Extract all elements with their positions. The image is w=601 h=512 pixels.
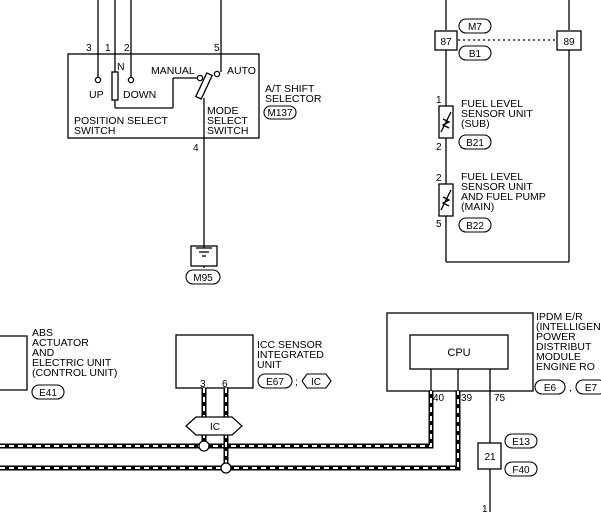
mode-auto-label: AUTO — [227, 65, 256, 77]
connector-b21-frame — [458, 134, 492, 150]
connector-e7-frame — [575, 379, 601, 395]
icc-label-1: ICC SENSOR — [257, 339, 323, 351]
splice-lower — [220, 462, 232, 474]
abs-label-5: (CONTROL UNIT) — [32, 367, 117, 379]
ipdm-label-3: POWER — [536, 331, 576, 343]
connector-e13: E13 — [512, 437, 530, 448]
connector-b22-frame — [458, 217, 492, 233]
connector-m95-frame — [185, 269, 221, 285]
connector-m7-frame — [458, 18, 492, 34]
shift-selector — [67, 0, 260, 268]
bus-tag: IC — [210, 422, 220, 433]
connector-f40: F40 — [512, 465, 530, 476]
ipdm-label-5: MODULE — [536, 351, 581, 363]
pin-87: 87 — [440, 37, 452, 48]
connector-e6-frame — [534, 379, 566, 395]
splice-upper — [198, 440, 210, 452]
connector-m137: M137 — [267, 108, 292, 119]
shift-selector-title-2: SELECTOR — [265, 93, 322, 105]
position-down-label: DOWN — [123, 89, 156, 101]
mode-switch-label-3: SWITCH — [207, 125, 248, 137]
pin-89: 89 — [563, 37, 575, 48]
pin-5: 5 — [214, 43, 220, 54]
pin-1: 1 — [105, 43, 111, 54]
ipdm-separator: , — [569, 382, 572, 394]
shift-selector-title-1: A/T SHIFT — [265, 83, 315, 95]
mode-manual-label: MANUAL — [151, 65, 195, 77]
connector-m95: M95 — [193, 273, 213, 284]
sub-sensor-label-3: (SUB) — [461, 118, 490, 130]
position-switch-contact — [111, 71, 119, 101]
connector-e41-frame — [31, 384, 65, 400]
main-sensor-label-4: (MAIN) — [461, 201, 494, 213]
abs-unit-box — [0, 335, 28, 391]
connector-b22: B22 — [466, 221, 484, 232]
connector-b1: B1 — [469, 49, 482, 60]
mode-switch-label-2: SELECT — [207, 115, 248, 127]
fuel-unit — [434, 0, 582, 263]
ipdm-pin-39: 39 — [461, 393, 473, 404]
icc-unit — [175, 334, 254, 389]
ipdm-pin-40: 40 — [433, 393, 445, 404]
position-n-label: N — [117, 61, 125, 73]
icc-unit-box — [175, 334, 254, 389]
main-pin-top: 2 — [436, 173, 442, 184]
position-switch-label-1: POSITION SELECT — [74, 115, 169, 127]
connector-e67: E67 — [266, 377, 284, 388]
connector-f40-frame — [504, 461, 538, 477]
cpu-box — [409, 334, 509, 370]
connector-b21: B21 — [466, 138, 484, 149]
pin-2: 2 — [124, 43, 130, 54]
position-switch-label-2: SWITCH — [74, 125, 115, 137]
joint-pin-1: 1 — [482, 504, 488, 512]
ipdm-label-1: IPDM E/R — [536, 311, 583, 323]
joint-connector — [477, 391, 502, 512]
main-sensor-label-1: FUEL LEVEL — [461, 171, 523, 183]
icc-tag-frame — [301, 373, 332, 389]
joint-pin-21: 21 — [484, 452, 496, 463]
abs-label-4: ELECTRIC UNIT — [32, 357, 112, 369]
icc-label-2: INTEGRATED — [257, 349, 324, 361]
main-sensor-label-3: AND FUEL PUMP — [461, 191, 546, 203]
connector-e41: E41 — [39, 388, 57, 399]
shift-selector-box — [67, 53, 260, 139]
ipdm-label-6: ENGINE RO — [536, 361, 595, 373]
ipdm-label-2: (INTELLIGEN — [536, 321, 601, 333]
abs-label-1: ABS — [32, 327, 53, 339]
mode-switch-label-1: MODE — [207, 105, 239, 117]
ipdm-pin-75: 75 — [494, 393, 506, 404]
cpu-label: CPU — [447, 347, 470, 359]
main-sensor-label-2: SENSOR UNIT — [461, 181, 533, 193]
abs-unit — [0, 335, 28, 391]
connector-m137-frame — [263, 105, 297, 120]
pin-3: 3 — [86, 43, 92, 54]
icc-separator: ; — [295, 376, 298, 388]
connector-e67-frame — [257, 373, 293, 389]
sub-sensor-label-1: FUEL LEVEL — [461, 98, 523, 110]
connector-e6: E6 — [544, 383, 557, 394]
icc-pin-6: 6 — [222, 379, 228, 390]
abs-label-2: ACTUATOR — [32, 337, 89, 349]
connector-e13-frame — [504, 433, 538, 449]
connector-e7: E7 — [585, 383, 598, 394]
sub-pin-bottom: 2 — [436, 142, 442, 153]
connector-m7: M7 — [468, 22, 482, 33]
icc-label-3: UNIT — [257, 359, 282, 371]
icc-tag: IC — [311, 377, 321, 388]
icc-pin-3: 3 — [200, 379, 206, 390]
abs-label-3: AND — [32, 347, 55, 359]
bus-tag-frame — [185, 416, 243, 436]
can-bus — [0, 388, 461, 471]
sub-sensor-label-2: SENSOR UNIT — [461, 108, 533, 120]
position-up-label: UP — [89, 89, 104, 101]
main-pin-bottom: 5 — [436, 219, 442, 230]
ipdm-label-4: DISTRIBUT — [536, 341, 592, 353]
sub-pin-top: 1 — [436, 95, 442, 106]
connector-b1-frame — [458, 45, 492, 61]
pin-4: 4 — [193, 143, 199, 154]
mode-switch-lever — [194, 72, 214, 100]
